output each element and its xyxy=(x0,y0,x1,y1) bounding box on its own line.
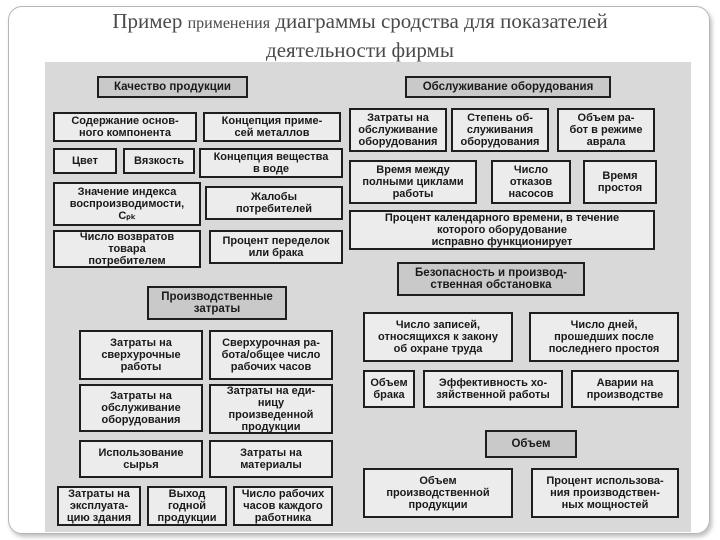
group-header-quality: Качество продукции xyxy=(97,76,248,98)
slide-title-line1: Пример применения диаграммы сродства для… xyxy=(40,8,680,37)
title-word-primenenie: применения xyxy=(187,15,271,32)
card-costs-7: Затраты на эксплуата- цию здания xyxy=(57,486,141,526)
card-quality-3: Цвет xyxy=(53,148,117,174)
card-safety-3: Объем брака xyxy=(363,370,415,408)
card-quality-9: Процент переделок или брака xyxy=(209,230,343,264)
card-quality-2: Концепция приме- сей металлов xyxy=(203,112,341,142)
card-quality-4: Вязкость xyxy=(123,148,195,174)
card-quality-8: Число возвратов товара потребителем xyxy=(53,230,201,268)
slide-title: Пример применения диаграммы сродства для… xyxy=(40,8,680,64)
card-maintenance-3: Объем ра- бот в режиме аврала xyxy=(557,108,655,152)
card-safety-4: Эффективность хо- зяйственной работы xyxy=(423,370,563,408)
card-costs-4: Затраты на еди- ницу произведенной проду… xyxy=(209,384,333,434)
slide-title-line2: деятельности фирмы xyxy=(266,38,454,62)
card-quality-7: Жалобы потребителей xyxy=(205,186,343,220)
card-costs-1: Затраты на сверхурочные работы xyxy=(79,330,203,380)
card-quality-1: Содержание основ- ного компонента xyxy=(53,112,197,142)
card-costs-9: Число рабочих часов каждого работника xyxy=(233,486,333,526)
card-costs-8: Выход годной продукции xyxy=(147,486,227,526)
title-rest: диаграммы сродства для показателей xyxy=(270,9,608,33)
card-safety-2: Число дней, прошедших после последнего п… xyxy=(529,312,679,362)
card-maintenance-7: Процент календарного времени, в течение … xyxy=(349,210,655,250)
card-volume-1: Объем производственной продукции xyxy=(363,468,513,518)
card-safety-5: Аварии на производстве xyxy=(571,370,679,408)
card-quality-6: Значение индекса воспроизводимости, Cₚₖ xyxy=(53,182,201,226)
affinity-diagram-image: Качество продукции Содержание основ- ног… xyxy=(45,62,691,532)
card-quality-5: Концепция вещества в воде xyxy=(199,148,343,178)
card-costs-2: Сверхурочная ра- бота/общее число рабочи… xyxy=(209,330,333,380)
group-header-maintenance: Обслуживание оборудования xyxy=(405,76,611,98)
group-header-safety: Безопасность и производ- ственная обстан… xyxy=(397,262,585,296)
slide-frame xyxy=(8,6,710,534)
card-maintenance-5: Число отказов насосов xyxy=(491,160,571,204)
card-maintenance-6: Время простоя xyxy=(583,160,657,204)
group-header-volume: Объем xyxy=(485,430,577,458)
card-costs-3: Затраты на обслуживание оборудования xyxy=(79,384,203,432)
group-header-costs: Производственные затраты xyxy=(147,286,287,320)
card-safety-1: Число записей, относящихся к закону об о… xyxy=(363,312,513,362)
card-volume-2: Процент использова- ния производствен- н… xyxy=(531,468,679,518)
card-maintenance-1: Затраты на обслуживание оборудования xyxy=(349,108,447,152)
card-maintenance-4: Время между полными циклами работы xyxy=(349,160,477,204)
card-costs-5: Использование сырья xyxy=(79,440,203,478)
card-costs-6: Затраты на материалы xyxy=(209,440,333,478)
card-maintenance-2: Степень об- служивания оборудования xyxy=(451,108,549,152)
title-word-primer: Пример xyxy=(112,9,188,33)
